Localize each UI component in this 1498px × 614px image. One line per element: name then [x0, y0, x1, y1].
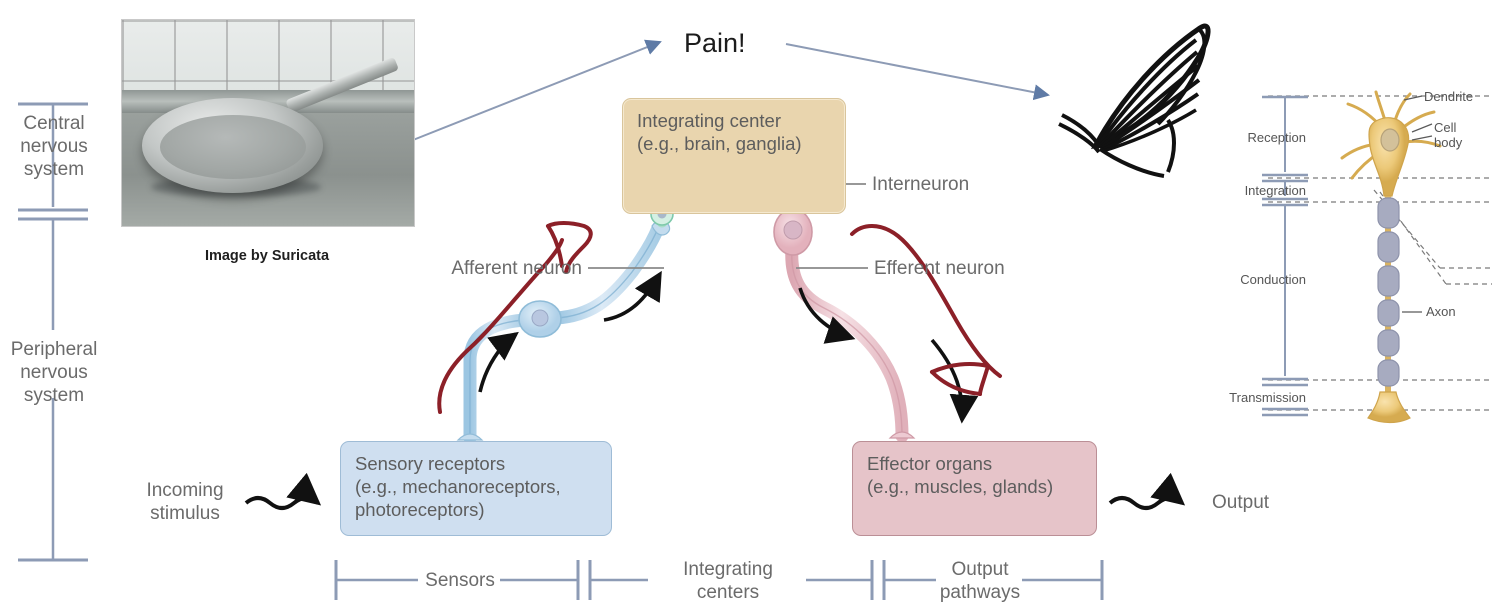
- pain-arrow-to-sketch: [785, 43, 1050, 101]
- axis-label-integrating-centers: Integrating centers: [683, 559, 773, 603]
- photo-caption: Image by Suricata: [204, 248, 330, 264]
- output-arrow: [1108, 472, 1186, 510]
- interneuron-label: Interneuron: [872, 174, 970, 195]
- axis-label-output-pathways: Output pathways: [939, 559, 1021, 603]
- incoming-stimulus-arrow: [244, 472, 322, 510]
- sensory-receptors-box: Sensory receptors (e.g., mechanoreceptor…: [340, 441, 612, 536]
- red-annotation-right: [850, 224, 1002, 396]
- output-label: Output: [1212, 492, 1270, 513]
- pan-inner-surface: [159, 114, 306, 179]
- photo-tile-wall: [122, 20, 414, 95]
- integrating-center-box: Integrating center (e.g., brain, ganglia…: [622, 98, 846, 214]
- efferent-neuron: [773, 208, 979, 443]
- red-annotation-left: [437, 221, 593, 414]
- effector-organs-box: Effector organs (e.g., muscles, glands): [852, 441, 1097, 536]
- neuron-stage-reception: Reception: [1247, 130, 1306, 145]
- afferent-neuron: [456, 219, 671, 445]
- central-nervous-system-label: Central nervous system: [20, 113, 88, 180]
- frying-pan-photo: [121, 19, 415, 227]
- afferent-neuron-label: Afferent neuron: [451, 258, 582, 279]
- peripheral-nervous-system-label: Peripheral nervous system: [10, 339, 98, 406]
- pain-label: Pain!: [684, 28, 746, 58]
- neuron-stage-transmission: Transmission: [1229, 390, 1306, 405]
- hand-sketch-drawing: [1058, 23, 1211, 178]
- neuron-part-cell-body: Cell body: [1434, 120, 1463, 150]
- efferent-neuron-label: Efferent neuron: [874, 258, 1005, 279]
- neuron-stage-integration: Integration: [1244, 183, 1306, 198]
- axis-label-sensors: Sensors: [425, 570, 495, 591]
- neuron-part-dendrite: Dendrite: [1424, 89, 1474, 104]
- neuron-part-axon: Axon: [1426, 304, 1456, 319]
- incoming-stimulus-label: Incoming stimulus: [146, 480, 224, 524]
- neuron-stage-conduction: Conduction: [1240, 272, 1306, 287]
